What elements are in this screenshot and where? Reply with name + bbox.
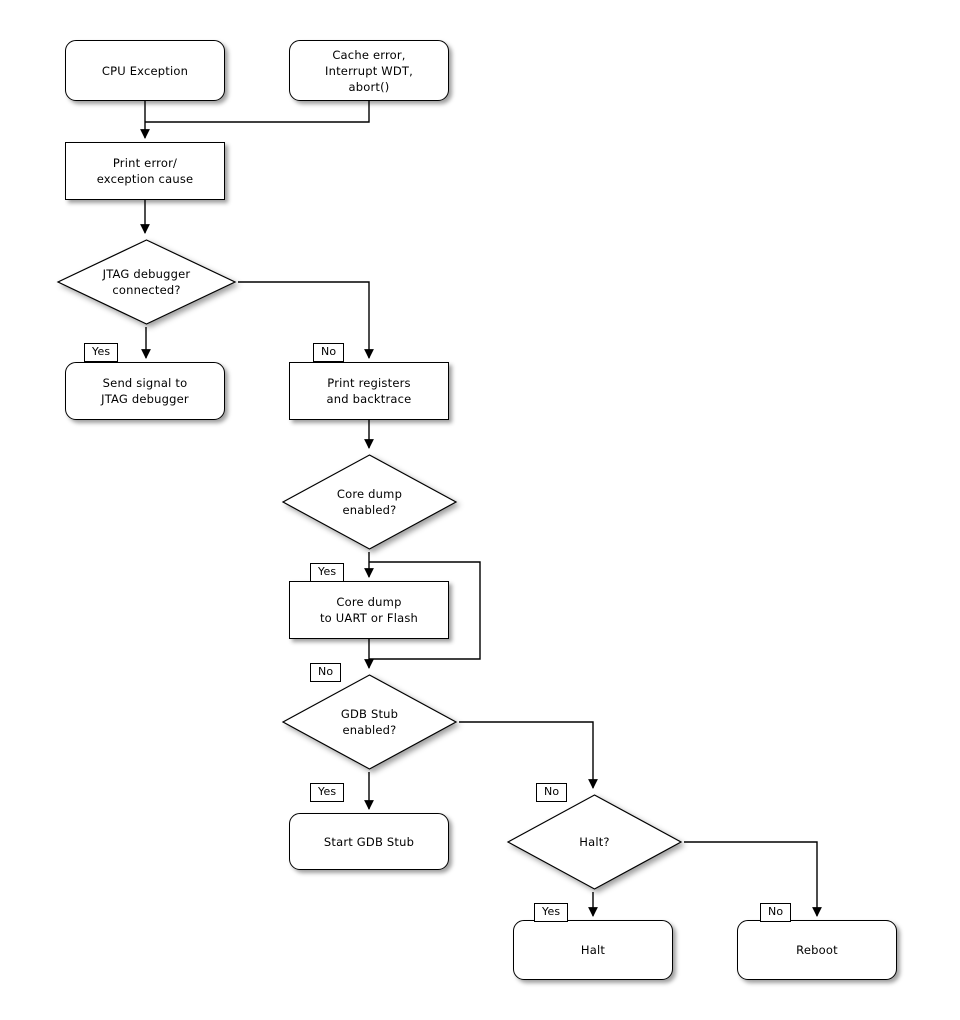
- edge-gdbstub-no: [459, 721, 598, 789]
- edge-label-coredump-no: No: [310, 663, 342, 682]
- edge-label-gdbstub-no: No: [536, 783, 568, 802]
- node-core-dump-to-uart-or-flash[interactable]: Core dump to UART or Flash: [289, 581, 449, 639]
- node-start-gdb-stub[interactable]: Start GDB Stub: [289, 813, 449, 870]
- edge-label-jtag-no: No: [313, 343, 345, 362]
- diamond-shape: [56, 239, 237, 325]
- node-cache-error[interactable]: Cache error, Interrupt WDT, abort(): [289, 40, 449, 101]
- node-halt-question[interactable]: Halt?: [505, 792, 684, 892]
- edge-label-halt-no: No: [760, 903, 792, 922]
- node-core-dump-enabled[interactable]: Core dump enabled?: [280, 452, 459, 552]
- node-cpu-exception[interactable]: CPU Exception: [65, 40, 225, 101]
- edge-label-coredump-yes: Yes: [310, 563, 345, 582]
- node-gdb-stub-enabled[interactable]: GDB Stub enabled?: [280, 672, 459, 772]
- node-label: Print error/ exception cause: [96, 156, 194, 186]
- diamond-shape: [281, 454, 458, 550]
- node-send-signal-jtag[interactable]: Send signal to JTAG debugger: [65, 362, 225, 420]
- node-label: CPU Exception: [101, 63, 189, 78]
- diamond-shape: [506, 794, 683, 890]
- node-reboot[interactable]: Reboot: [737, 920, 897, 980]
- edge-cache-to-print: [145, 101, 370, 123]
- edge-label-gdbstub-yes: Yes: [310, 783, 345, 802]
- node-print-registers[interactable]: Print registers and backtrace: [289, 362, 449, 420]
- node-jtag-debugger-connected[interactable]: JTAG debugger connected?: [55, 237, 238, 327]
- node-print-error[interactable]: Print error/ exception cause: [65, 142, 225, 200]
- node-label: Halt: [580, 943, 606, 957]
- node-label: Core dump to UART or Flash: [319, 595, 419, 625]
- node-label: Cache error, Interrupt WDT, abort(): [325, 47, 413, 94]
- node-label: Send signal to JTAG debugger: [101, 376, 189, 406]
- node-label: Reboot: [796, 943, 838, 957]
- node-label: Start GDB Stub: [323, 834, 415, 849]
- node-halt[interactable]: Halt: [513, 920, 673, 980]
- node-label: Print registers and backtrace: [326, 376, 412, 406]
- edge-label-halt-yes: Yes: [534, 903, 569, 922]
- edge-label-jtag-yes: Yes: [84, 343, 119, 362]
- edge-jtag-no: [238, 281, 374, 359]
- edge-halt-no: [684, 841, 822, 917]
- diamond-shape: [281, 674, 458, 770]
